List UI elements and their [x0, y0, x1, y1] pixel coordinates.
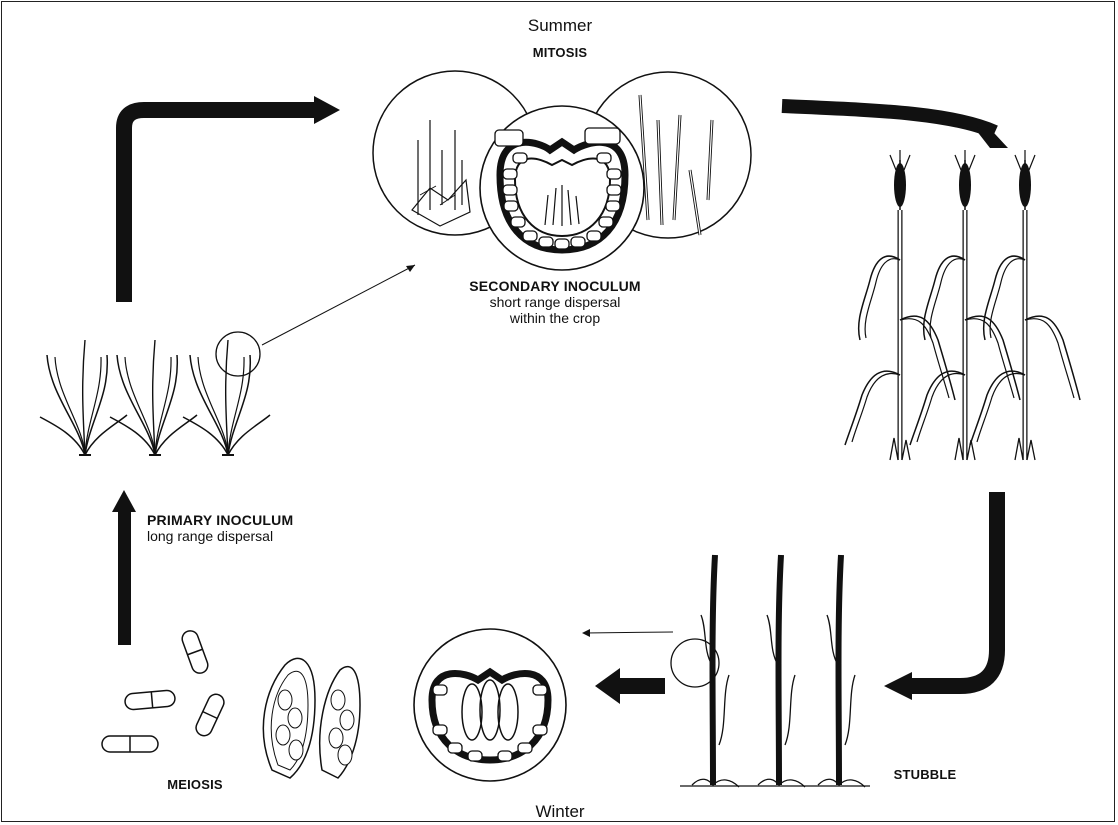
arrow-to-stubble — [910, 492, 997, 686]
arrow-to-winter — [595, 668, 665, 704]
secondary-inoculum-line2: within the crop — [430, 310, 680, 326]
stage-mitosis: MITOSIS — [480, 46, 640, 61]
season-summer: Summer — [480, 16, 640, 36]
secondary-inoculum-label: SECONDARY INOCULUM short range dispersal… — [430, 278, 680, 326]
stage-stubble: STUBBLE — [875, 768, 975, 783]
season-winter: Winter — [480, 802, 640, 822]
arrow-primary-inoculum — [118, 510, 131, 645]
seedlings — [40, 332, 270, 455]
arrow-to-summer — [124, 110, 318, 302]
winter-perithecium-circle — [414, 629, 566, 781]
primary-inoculum-title: PRIMARY INOCULUM — [147, 512, 387, 528]
secondary-inoculum-title: SECONDARY INOCULUM — [430, 278, 680, 294]
pointer-line-secondary — [262, 265, 415, 345]
arrow-head-to-stubble — [884, 672, 912, 700]
primary-inoculum-line1: long range dispersal — [147, 528, 387, 544]
ascospores — [102, 629, 227, 752]
summer-pycnidium-circle — [480, 106, 644, 270]
pointer-line-winter — [585, 632, 673, 633]
mature-wheat-plants — [845, 150, 1080, 460]
asci — [263, 658, 360, 778]
seedling-lesion-circle — [216, 332, 260, 376]
arrow-to-mature-crop — [782, 106, 995, 132]
stage-meiosis: MEIOSIS — [150, 778, 240, 793]
secondary-inoculum-line1: short range dispersal — [430, 294, 680, 310]
primary-inoculum-label: PRIMARY INOCULUM long range dispersal — [147, 512, 387, 544]
arrow-head-primary-inoculum — [112, 490, 136, 512]
arrow-head-to-summer — [314, 96, 340, 124]
stubble-stalks — [671, 555, 870, 787]
